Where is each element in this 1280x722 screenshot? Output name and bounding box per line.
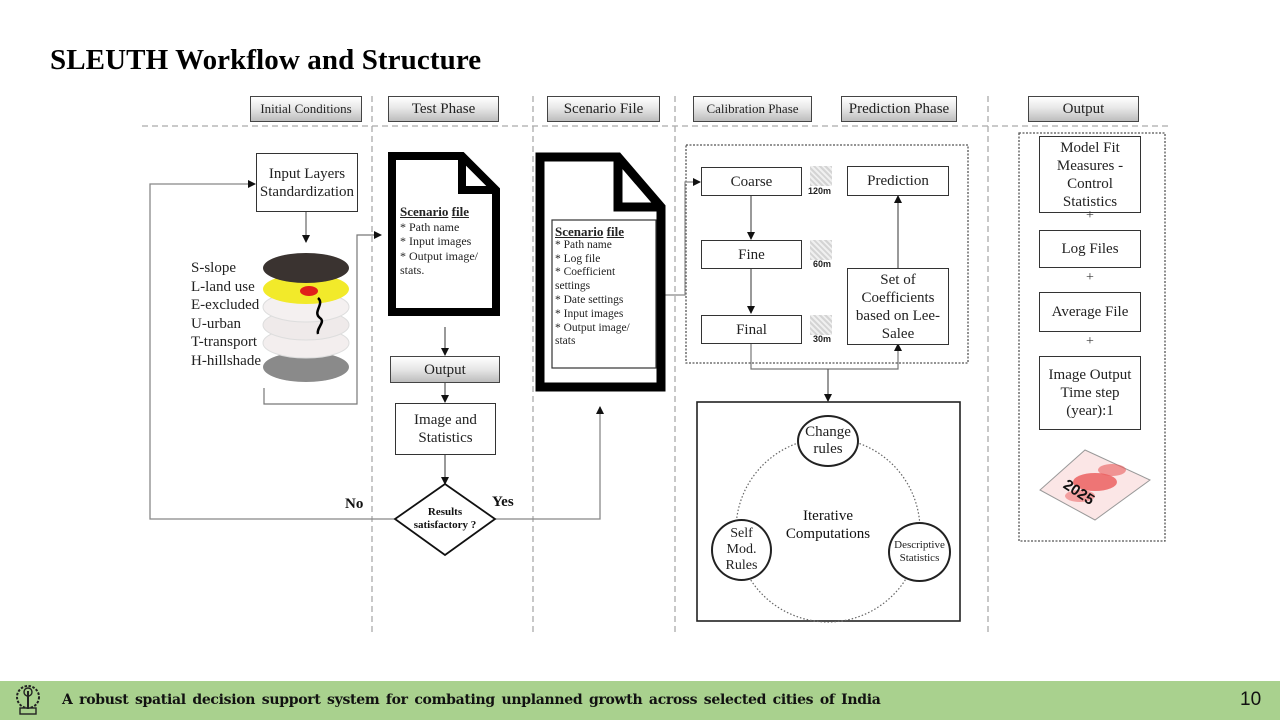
no-label: No bbox=[345, 496, 364, 512]
iterative-computations-label: Iterative Computations bbox=[785, 508, 871, 542]
plus-separator: + bbox=[1086, 334, 1094, 349]
change-rules-node: Change rules bbox=[797, 415, 859, 467]
scenario-doc-item: * Path name bbox=[555, 238, 612, 251]
lane-header-initial-conditions: Initial Conditions bbox=[250, 96, 362, 122]
test-output-box: Output bbox=[390, 356, 500, 383]
image-statistics-box: Image and Statistics bbox=[395, 403, 496, 455]
output-model-fit: Model Fit Measures - Control Statistics bbox=[1039, 136, 1141, 213]
self-mod-rules-node: Self Mod. Rules bbox=[711, 519, 772, 581]
layer-label-transport: T-transport bbox=[191, 334, 258, 350]
test-doc-item: * Input images bbox=[400, 234, 472, 248]
resolution-thumbnail-icon bbox=[810, 240, 832, 260]
prediction-box: Prediction bbox=[847, 166, 949, 196]
scenario-doc-title-2: file bbox=[606, 224, 624, 239]
test-doc-title-2: file bbox=[451, 204, 469, 219]
iterative-box bbox=[696, 401, 961, 622]
institute-emblem-icon bbox=[13, 683, 43, 717]
test-doc-title-1: Scenario bbox=[400, 204, 449, 219]
scenario-doc-item: * Log file bbox=[555, 252, 601, 265]
scenario-doc-title-1: Scenario bbox=[555, 224, 604, 239]
lane-header-test-phase: Test Phase bbox=[388, 96, 499, 122]
output-image-timestep: Image Output Time step (year):1 bbox=[1039, 356, 1141, 430]
resolution-thumbnail-icon bbox=[810, 166, 832, 186]
calibration-step-coarse: Coarse bbox=[701, 167, 802, 196]
decision-diamond bbox=[393, 482, 497, 557]
input-layers-box: Input Layers Standardization bbox=[256, 153, 358, 212]
scenario-doc-item: * Coefficient bbox=[555, 266, 616, 279]
scenario-doc-item: settings bbox=[555, 280, 591, 293]
calibration-step-fine: Fine bbox=[701, 240, 802, 269]
descriptive-statistics-node: Descriptive Statistics bbox=[888, 522, 951, 582]
output-average-file: Average File bbox=[1039, 292, 1141, 332]
test-doc-item: stats. bbox=[400, 263, 425, 277]
prediction-map-2025 bbox=[1039, 449, 1151, 521]
layer-label-slope: S-slope bbox=[191, 260, 236, 276]
page-number: 10 bbox=[1240, 689, 1262, 710]
scenario-file-document bbox=[535, 152, 666, 392]
layer-legend: S-slope L-land use E-excluded U-urban T-… bbox=[191, 259, 261, 370]
scenario-doc-item: * Input images bbox=[555, 307, 624, 320]
lane-header-prediction-phase: Prediction Phase bbox=[841, 96, 957, 122]
scenario-doc-item: * Output image/ bbox=[555, 321, 630, 334]
test-doc-text: Scenario file * Path name * Input images… bbox=[400, 204, 478, 278]
resolution-label-fine: 60m bbox=[813, 259, 832, 269]
layer-label-hillshade: H-hillshade bbox=[191, 352, 261, 369]
calibration-step-final: Final bbox=[701, 315, 802, 344]
slide-title: SLEUTH Workflow and Structure bbox=[50, 44, 482, 76]
yes-label: Yes bbox=[492, 494, 514, 510]
resolution-label-final: 30m bbox=[813, 334, 832, 344]
lane-header-output: Output bbox=[1028, 96, 1139, 122]
test-doc-item: * Output image/ bbox=[400, 248, 478, 263]
decision-label: Results satisfactory ? bbox=[413, 506, 477, 531]
layer-label-land-use: L-land use bbox=[191, 278, 255, 295]
layer-label-urban: U-urban bbox=[191, 315, 241, 332]
scenario-doc-item: * Date settings bbox=[555, 293, 624, 306]
layer-label-excluded: E-excluded bbox=[191, 297, 260, 313]
test-scenario-document bbox=[388, 152, 500, 316]
output-log-files: Log Files bbox=[1039, 230, 1141, 268]
footer-bar bbox=[0, 681, 1280, 720]
plus-separator: + bbox=[1086, 270, 1094, 285]
scenario-doc-item: stats bbox=[555, 335, 576, 348]
calibration-container bbox=[685, 144, 969, 364]
layer-stack-image bbox=[262, 253, 350, 382]
lane-header-calibration-phase: Calibration Phase bbox=[693, 96, 812, 122]
test-doc-item: * Path name bbox=[400, 219, 460, 234]
lane-header-scenario-file: Scenario File bbox=[547, 96, 660, 122]
resolution-thumbnail-icon bbox=[810, 315, 832, 335]
footer-text: A robust spatial decision support system… bbox=[62, 692, 881, 708]
coefficients-box: Set of Coefficients based on Lee-Salee bbox=[847, 268, 949, 345]
scenario-doc-text: Scenario file * Path name * Log file * C… bbox=[555, 225, 630, 349]
plus-separator: + bbox=[1086, 208, 1094, 223]
output-container bbox=[1018, 132, 1166, 542]
resolution-label-coarse: 120m bbox=[808, 186, 832, 196]
